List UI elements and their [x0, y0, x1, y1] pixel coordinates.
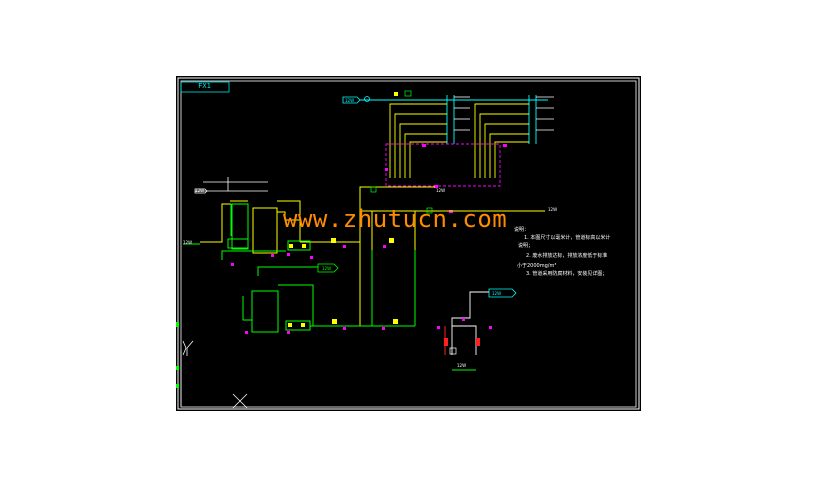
drawing-sheet	[176, 76, 641, 411]
notes-line-5: 3. 管道采用防腐材料，安装见详图；	[526, 271, 608, 277]
top-tag-box-2	[394, 92, 398, 96]
inlet-arrow-tag	[342, 96, 361, 104]
left-tag-label-1: 12W	[195, 188, 205, 193]
outer-frame	[177, 77, 640, 410]
top-distribution-manifold	[342, 90, 548, 144]
distributor-outlets	[454, 96, 554, 131]
mid-header-label: 12W	[436, 188, 446, 193]
notes-line-4: 小于2000mg/m³	[517, 263, 557, 269]
right-arrow-tag-2	[317, 263, 339, 273]
inner-frame	[180, 80, 637, 408]
notes-line-1: 1. 本图尺寸以毫米计，管道标高以米计	[524, 235, 611, 241]
left-inlet-tag	[194, 188, 208, 194]
notes-line-3: 2. 废水排放达标，排放浓度低于标准	[526, 253, 608, 259]
dashed-control-box	[385, 143, 501, 187]
exhaust-magenta-markers	[437, 318, 492, 329]
second-tank-group	[242, 250, 416, 333]
right-line-label: 12W	[548, 207, 558, 212]
header-tag-green	[370, 186, 377, 193]
inlet-valve	[364, 96, 370, 102]
left-edge-ticks	[176, 322, 179, 388]
notes-heading: 说明：	[514, 227, 530, 233]
ucs-icon	[180, 340, 248, 409]
magenta-tag-markers	[231, 245, 386, 334]
top-header-label: 12W	[345, 98, 355, 103]
right-arrow-tag-label: 12W	[492, 291, 502, 296]
left-process-yellow	[200, 200, 373, 254]
main-yellow-header	[359, 186, 545, 326]
left-process-green	[183, 203, 311, 260]
top-tag-box	[404, 90, 412, 97]
header-tag-green-2	[426, 207, 433, 214]
title-block-label: FX1	[198, 82, 211, 90]
valve-symbols	[288, 238, 398, 327]
title-block	[180, 81, 230, 93]
exhaust-unit	[444, 288, 517, 371]
bottom-unit-label: 12W	[457, 363, 467, 368]
notes-line-2: 说明；	[518, 243, 534, 249]
left-tag-label-2: 12W	[183, 240, 193, 245]
yellow-branch-lines	[389, 103, 529, 178]
arrow-tag-label: 12W	[322, 266, 332, 271]
